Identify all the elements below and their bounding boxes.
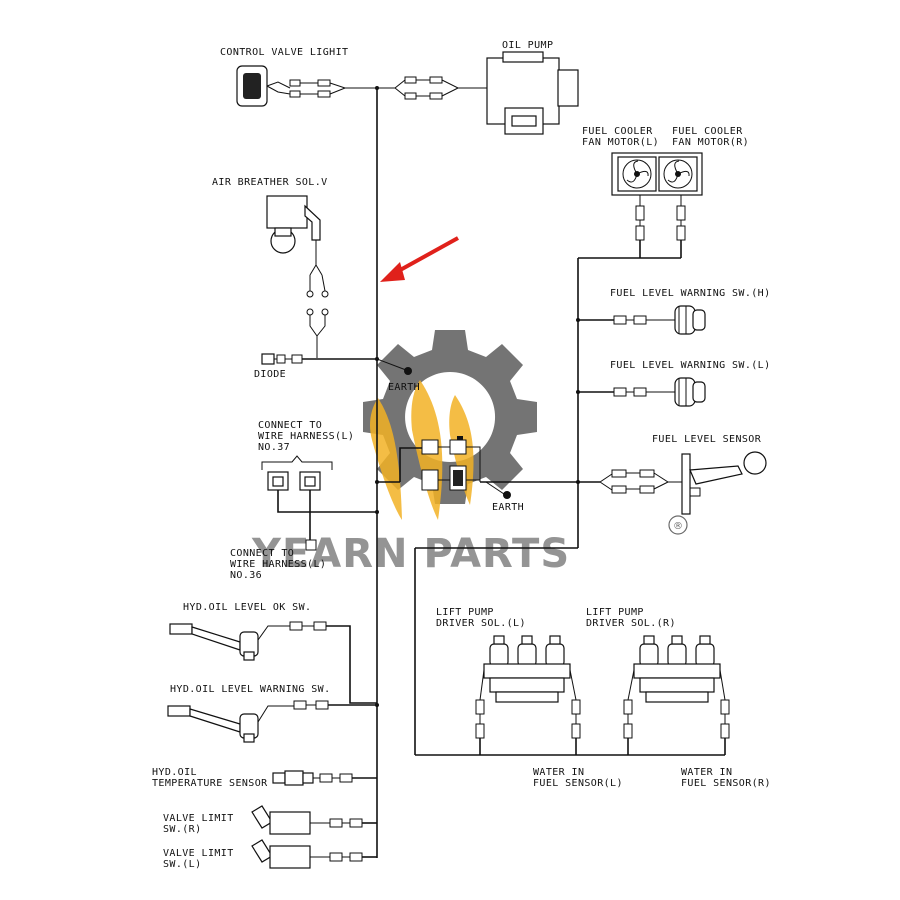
valve-limit-r-label-2: SW.(R)	[163, 824, 202, 835]
lift-pump-driver-solenoid-r: LIFT PUMP DRIVER SOL.(R)	[586, 607, 730, 755]
hyd-oil-temperature-sensor: HYD.OIL TEMPERATURE SENSOR	[152, 767, 377, 789]
earth-label-2: EARTH	[492, 502, 524, 513]
oil-pump-label: OIL PUMP	[502, 40, 553, 51]
air-breather-label: AIR BREATHER SOL.V	[212, 177, 328, 188]
diode-earth-branch: DIODE EARTH	[254, 353, 420, 393]
fan-icon	[622, 159, 652, 189]
water-in-fuel-r-label-1: WATER IN	[681, 767, 732, 778]
lift-pump-driver-solenoid-l: LIFT PUMP DRIVER SOL.(L)	[436, 607, 581, 755]
connect-to-36-label-2: WIRE HARNESS(L)	[230, 559, 326, 570]
lift-pump-r-label-1: LIFT PUMP	[586, 607, 644, 618]
junction-dots	[375, 86, 580, 707]
registered-mark-circle	[668, 515, 688, 535]
diode-label: DIODE	[254, 369, 286, 380]
water-in-fuel-l-label-2: FUEL SENSOR(L)	[533, 778, 623, 789]
watermark-brand: YEARN PARTS	[251, 531, 570, 577]
connect-to-36-label-1: CONNECT TO	[230, 548, 294, 559]
air-breather-solenoid: AIR BREATHER SOL.V	[212, 177, 329, 358]
registered-mark: ®	[673, 521, 683, 532]
control-valve-light-label: CONTROL VALVE LIGHIT	[220, 47, 348, 58]
valve-limit-l-label-2: SW.(L)	[163, 859, 202, 870]
hyd-oil-level-ok-label: HYD.OIL LEVEL OK SW.	[183, 602, 311, 613]
fuel-cooler-l-label-1: FUEL COOLER	[582, 126, 653, 137]
lift-pump-r-label-2: DRIVER SOL.(R)	[586, 618, 676, 629]
valve-limit-switch-l: VALVE LIMIT SW.(L)	[163, 839, 377, 870]
oil-pump: OIL PUMP	[377, 40, 579, 135]
hyd-oil-temp-label-2: TEMPERATURE SENSOR	[152, 778, 268, 789]
control-valve-light: CONTROL VALVE LIGHIT	[220, 47, 377, 107]
valve-limit-l-label-1: VALVE LIMIT	[163, 848, 234, 859]
hyd-oil-level-warning-switch: HYD.OIL LEVEL WARNING SW.	[167, 684, 377, 743]
fuel-level-sensor: FUEL LEVEL SENSOR	[578, 434, 767, 515]
connect-to-37-label-3: NO.37	[258, 442, 290, 453]
lift-pump-l-label-2: DRIVER SOL.(L)	[436, 618, 526, 629]
water-in-fuel-sensors: WATER IN FUEL SENSOR(L) WATER IN FUEL SE…	[533, 767, 771, 789]
fuel-cooler-l-label-2: FAN MOTOR(L)	[582, 137, 659, 148]
connect-to-36-label-3: NO.36	[230, 570, 262, 581]
fuel-level-warning-l-label: FUEL LEVEL WARNING SW.(L)	[610, 360, 771, 371]
earth-label-1: EARTH	[388, 382, 420, 393]
fan-icon	[663, 159, 693, 189]
wire-harness-connector-36: CONNECT TO WIRE HARNESS(L) NO.36	[230, 539, 326, 581]
pointer-arrow	[380, 236, 459, 282]
hyd-oil-level-ok-switch: HYD.OIL LEVEL OK SW.	[169, 602, 377, 704]
water-in-fuel-l-label-1: WATER IN	[533, 767, 584, 778]
connect-to-37-label-1: CONNECT TO	[258, 420, 322, 431]
water-in-fuel-r-label-2: FUEL SENSOR(R)	[681, 778, 771, 789]
fuel-cooler-fan-motors: FUEL COOLER FAN MOTOR(L) FUEL COOLER FAN…	[582, 126, 749, 259]
lift-pump-l-label-1: LIFT PUMP	[436, 607, 494, 618]
fuel-cooler-r-label-1: FUEL COOLER	[672, 126, 743, 137]
valve-limit-switch-r: VALVE LIMIT SW.(R)	[163, 805, 377, 835]
fuel-cooler-r-label-2: FAN MOTOR(R)	[672, 137, 749, 148]
valve-limit-r-label-1: VALVE LIMIT	[163, 813, 234, 824]
hyd-oil-temp-label-1: HYD.OIL	[152, 767, 197, 778]
center-connector-block: EARTH	[377, 436, 600, 513]
fuel-level-warning-h-label: FUEL LEVEL WARNING SW.(H)	[610, 288, 771, 299]
fuel-level-warning-switches: FUEL LEVEL WARNING SW.(H) FUEL LEVEL WAR…	[578, 288, 771, 407]
main-trunk	[376, 88, 725, 858]
wire-harness-connector-37: CONNECT TO WIRE HARNESS(L) NO.37	[258, 420, 377, 540]
connect-to-37-label-2: WIRE HARNESS(L)	[258, 431, 354, 442]
hyd-oil-level-warning-label: HYD.OIL LEVEL WARNING SW.	[170, 684, 331, 695]
fuel-level-sensor-label: FUEL LEVEL SENSOR	[652, 434, 762, 445]
